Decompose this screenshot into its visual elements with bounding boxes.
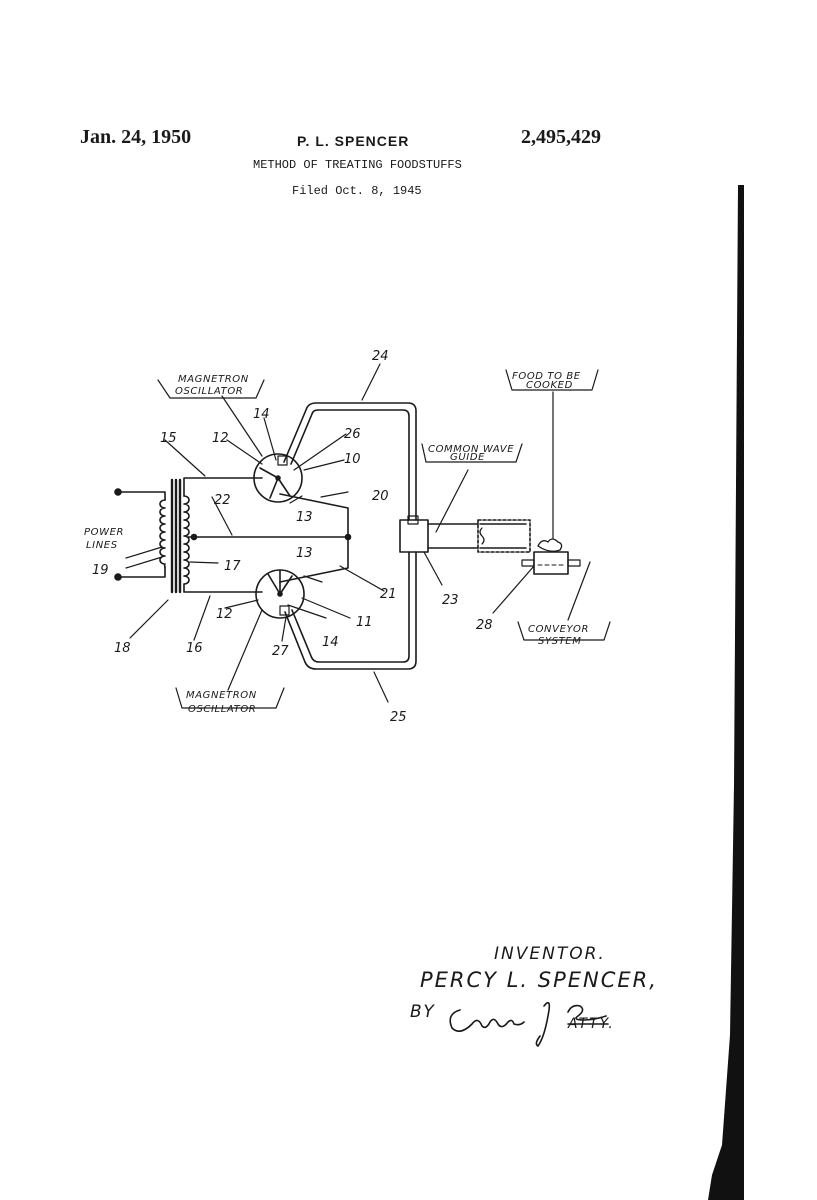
ref-20: 20 — [372, 489, 389, 504]
label-conveyor-2: SYSTEM — [538, 636, 581, 647]
filed-date: Filed Oct. 8, 1945 — [292, 184, 422, 198]
ref-28: 28 — [476, 618, 493, 633]
wave-guide-25 — [284, 551, 417, 670]
label-magnetron-bottom-1: MAGNETRON — [186, 690, 257, 701]
ref-19: 19 — [92, 563, 109, 578]
ref-12-top: 12 — [212, 431, 229, 446]
inventor-label: INVENTOR. — [494, 944, 606, 964]
secondary-wiring — [183, 477, 352, 593]
ref-23: 23 — [442, 593, 459, 608]
wave-guide-24 — [283, 402, 417, 521]
ref-25: 25 — [390, 710, 407, 725]
ref-26: 26 — [344, 427, 361, 442]
scanned-page-edge — [708, 185, 744, 1200]
ref-14-bottom: 14 — [322, 635, 339, 650]
inventor-signature-name: PERCY L. SPENCER, — [420, 968, 658, 992]
ref-10: 10 — [344, 452, 361, 467]
power-line-terminals — [114, 488, 166, 581]
ref-14-top: 14 — [253, 407, 270, 422]
label-magnetron-top-2: OSCILLATOR — [175, 386, 243, 397]
label-magnetron-top-1: MAGNETRON — [178, 374, 249, 385]
food-and-conveyor — [521, 538, 581, 575]
ref-22: 22 — [214, 493, 231, 508]
ref-11: 11 — [356, 615, 373, 630]
label-wave-guide-2: GUIDE — [450, 452, 485, 463]
common-wave-guide — [399, 515, 531, 553]
signature-by: BY — [410, 1002, 436, 1022]
label-conveyor-1: CONVEYOR — [528, 624, 589, 635]
ref-13-top: 13 — [296, 510, 313, 525]
ref-15: 15 — [160, 431, 177, 446]
transformer-secondary-coil — [183, 495, 190, 585]
patent-title: METHOD OF TREATING FOODSTUFFS — [253, 158, 462, 172]
label-magnetron-bottom-2: OSCILLATOR — [188, 704, 256, 715]
transformer-primary-coil — [159, 499, 166, 568]
ref-18: 18 — [114, 641, 131, 656]
ref-24: 24 — [372, 349, 389, 364]
ref-12-bottom: 12 — [216, 607, 233, 622]
inventor-name: P. L. SPENCER — [297, 133, 410, 149]
label-food-1: FOOD TO BE — [512, 371, 581, 382]
label-boxes — [157, 369, 611, 709]
ref-27: 27 — [272, 644, 289, 659]
patent-date: Jan. 24, 1950 — [80, 126, 192, 148]
label-food-2: COOKED — [526, 380, 573, 391]
transformer-core — [170, 478, 182, 594]
ref-16: 16 — [186, 641, 203, 656]
ref-17: 17 — [224, 559, 241, 574]
label-power-lines-1: POWER — [84, 527, 124, 538]
ref-21: 21 — [380, 587, 397, 602]
leader-lines — [125, 363, 591, 703]
label-wave-guide-1: COMMON WAVE — [428, 444, 514, 455]
label-power-lines-2: LINES — [86, 540, 118, 551]
attorney-handwritten-signature — [449, 1001, 609, 1048]
ref-13-bottom: 13 — [296, 546, 313, 561]
patent-number: 2,495,429 — [521, 126, 601, 148]
magnetron-top — [253, 453, 303, 503]
magnetron-bottom — [255, 569, 305, 619]
